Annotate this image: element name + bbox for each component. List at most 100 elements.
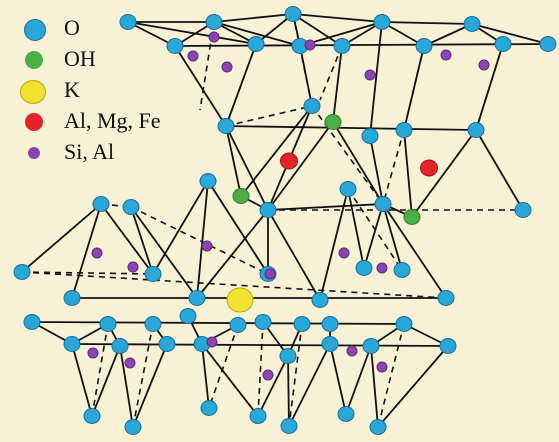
hydroxyl-swatch-icon <box>25 51 43 69</box>
oxygen-atom <box>337 406 355 422</box>
tetrahedral-cation-atom <box>206 336 218 348</box>
oxygen-atom <box>321 316 339 332</box>
tetrahedral-cation-atom <box>478 59 490 71</box>
oxygen-atom <box>144 316 162 332</box>
bond <box>213 21 301 47</box>
oxygen-atom <box>122 199 140 215</box>
oxygen-atom <box>199 173 217 189</box>
hydroxyl-atom <box>324 114 342 130</box>
bond <box>382 203 447 299</box>
bond <box>382 203 403 271</box>
oxygen-atom <box>361 128 379 144</box>
bond <box>130 206 198 299</box>
oxygen-atom <box>247 36 265 52</box>
legend-label-k: K <box>64 77 80 102</box>
hidden-bond <box>377 323 405 428</box>
oxygen-atom <box>249 408 267 424</box>
bond <box>369 21 383 137</box>
bond <box>423 23 473 47</box>
tetrahedral-cation-atom <box>124 357 136 369</box>
bond <box>225 125 269 211</box>
tetrahedral-cation-atom <box>440 49 452 61</box>
bond <box>130 206 154 275</box>
oxygen-atom <box>463 16 481 32</box>
potassium-atom <box>226 287 254 313</box>
bond <box>132 343 168 428</box>
potassium-swatch-icon <box>20 80 46 104</box>
oxygen-atom <box>303 98 321 114</box>
oxygen-swatch-icon <box>24 19 46 41</box>
oxygen-atom <box>284 6 302 22</box>
oxygen-atom <box>311 292 329 308</box>
hidden-bond <box>319 45 343 101</box>
bond <box>127 21 257 45</box>
bond <box>174 43 549 47</box>
tetrahedral-cation-atom <box>187 50 199 62</box>
bond <box>267 121 334 211</box>
bond <box>292 13 383 23</box>
oxygen-atom <box>374 196 392 212</box>
bond <box>21 203 102 273</box>
oxygen-atom <box>205 14 223 30</box>
bond <box>196 209 269 299</box>
oxygen-atom <box>415 38 433 54</box>
legend-label-al-mg-fe: Al, Mg, Fe <box>64 108 161 133</box>
tetrahedral-cation-atom <box>338 247 350 259</box>
oxygen-atom <box>369 419 387 435</box>
hydroxyl-atom <box>403 209 421 225</box>
bond <box>287 355 290 427</box>
hidden-bond <box>21 271 447 299</box>
hidden-bond <box>257 321 264 417</box>
bond <box>403 129 413 218</box>
bond <box>475 129 524 211</box>
oxygen-atom <box>13 264 31 280</box>
oxygen-atom <box>514 202 532 218</box>
oxygen-atom <box>395 316 413 332</box>
oxygen-atom <box>144 266 162 282</box>
tetrahedral-cation-atom <box>262 369 274 381</box>
bond <box>71 343 449 347</box>
bond <box>471 23 549 45</box>
tetrahedral-cation-atom <box>376 262 388 274</box>
oxygen-atom <box>188 290 206 306</box>
oxygen-atom <box>321 336 339 352</box>
tetrahedral-cation-atom <box>304 39 316 51</box>
hidden-bond <box>311 105 384 205</box>
legend-label-oh: OH <box>64 46 96 71</box>
octahedral-cation-swatch-icon <box>25 113 43 131</box>
bond <box>369 135 384 205</box>
bond <box>363 203 384 269</box>
bond <box>319 188 349 301</box>
hydroxyl-atom <box>232 188 250 204</box>
oxygen-atom <box>494 36 512 52</box>
oxygen-atom <box>23 314 41 330</box>
bond <box>329 343 347 415</box>
tetrahedral-cation-atom <box>127 261 139 273</box>
bond <box>240 105 313 197</box>
hidden-bond <box>91 323 109 417</box>
oxygen-atom <box>279 348 297 364</box>
bond <box>91 345 121 417</box>
oxygen-atom <box>99 316 117 332</box>
hidden-bond <box>208 324 239 409</box>
bond <box>174 45 227 127</box>
oxygen-atom <box>467 122 485 138</box>
bond <box>345 345 372 415</box>
oxygen-atom <box>119 14 137 30</box>
oxygen-atom <box>124 419 142 435</box>
bond <box>71 343 93 417</box>
tetrahedral-cation-atom <box>264 268 276 280</box>
oxygen-atom <box>254 314 272 330</box>
tetrahedral-cation-atom <box>208 31 220 43</box>
legend-item-k: K <box>16 76 276 107</box>
bond <box>225 43 257 127</box>
oxygen-atom <box>111 338 129 354</box>
oxygen-atom <box>63 290 81 306</box>
bond <box>403 45 425 131</box>
hidden-bond <box>347 188 403 271</box>
bond <box>267 209 321 301</box>
legend-label-o: O <box>64 15 80 40</box>
oxygen-atom <box>355 260 373 276</box>
